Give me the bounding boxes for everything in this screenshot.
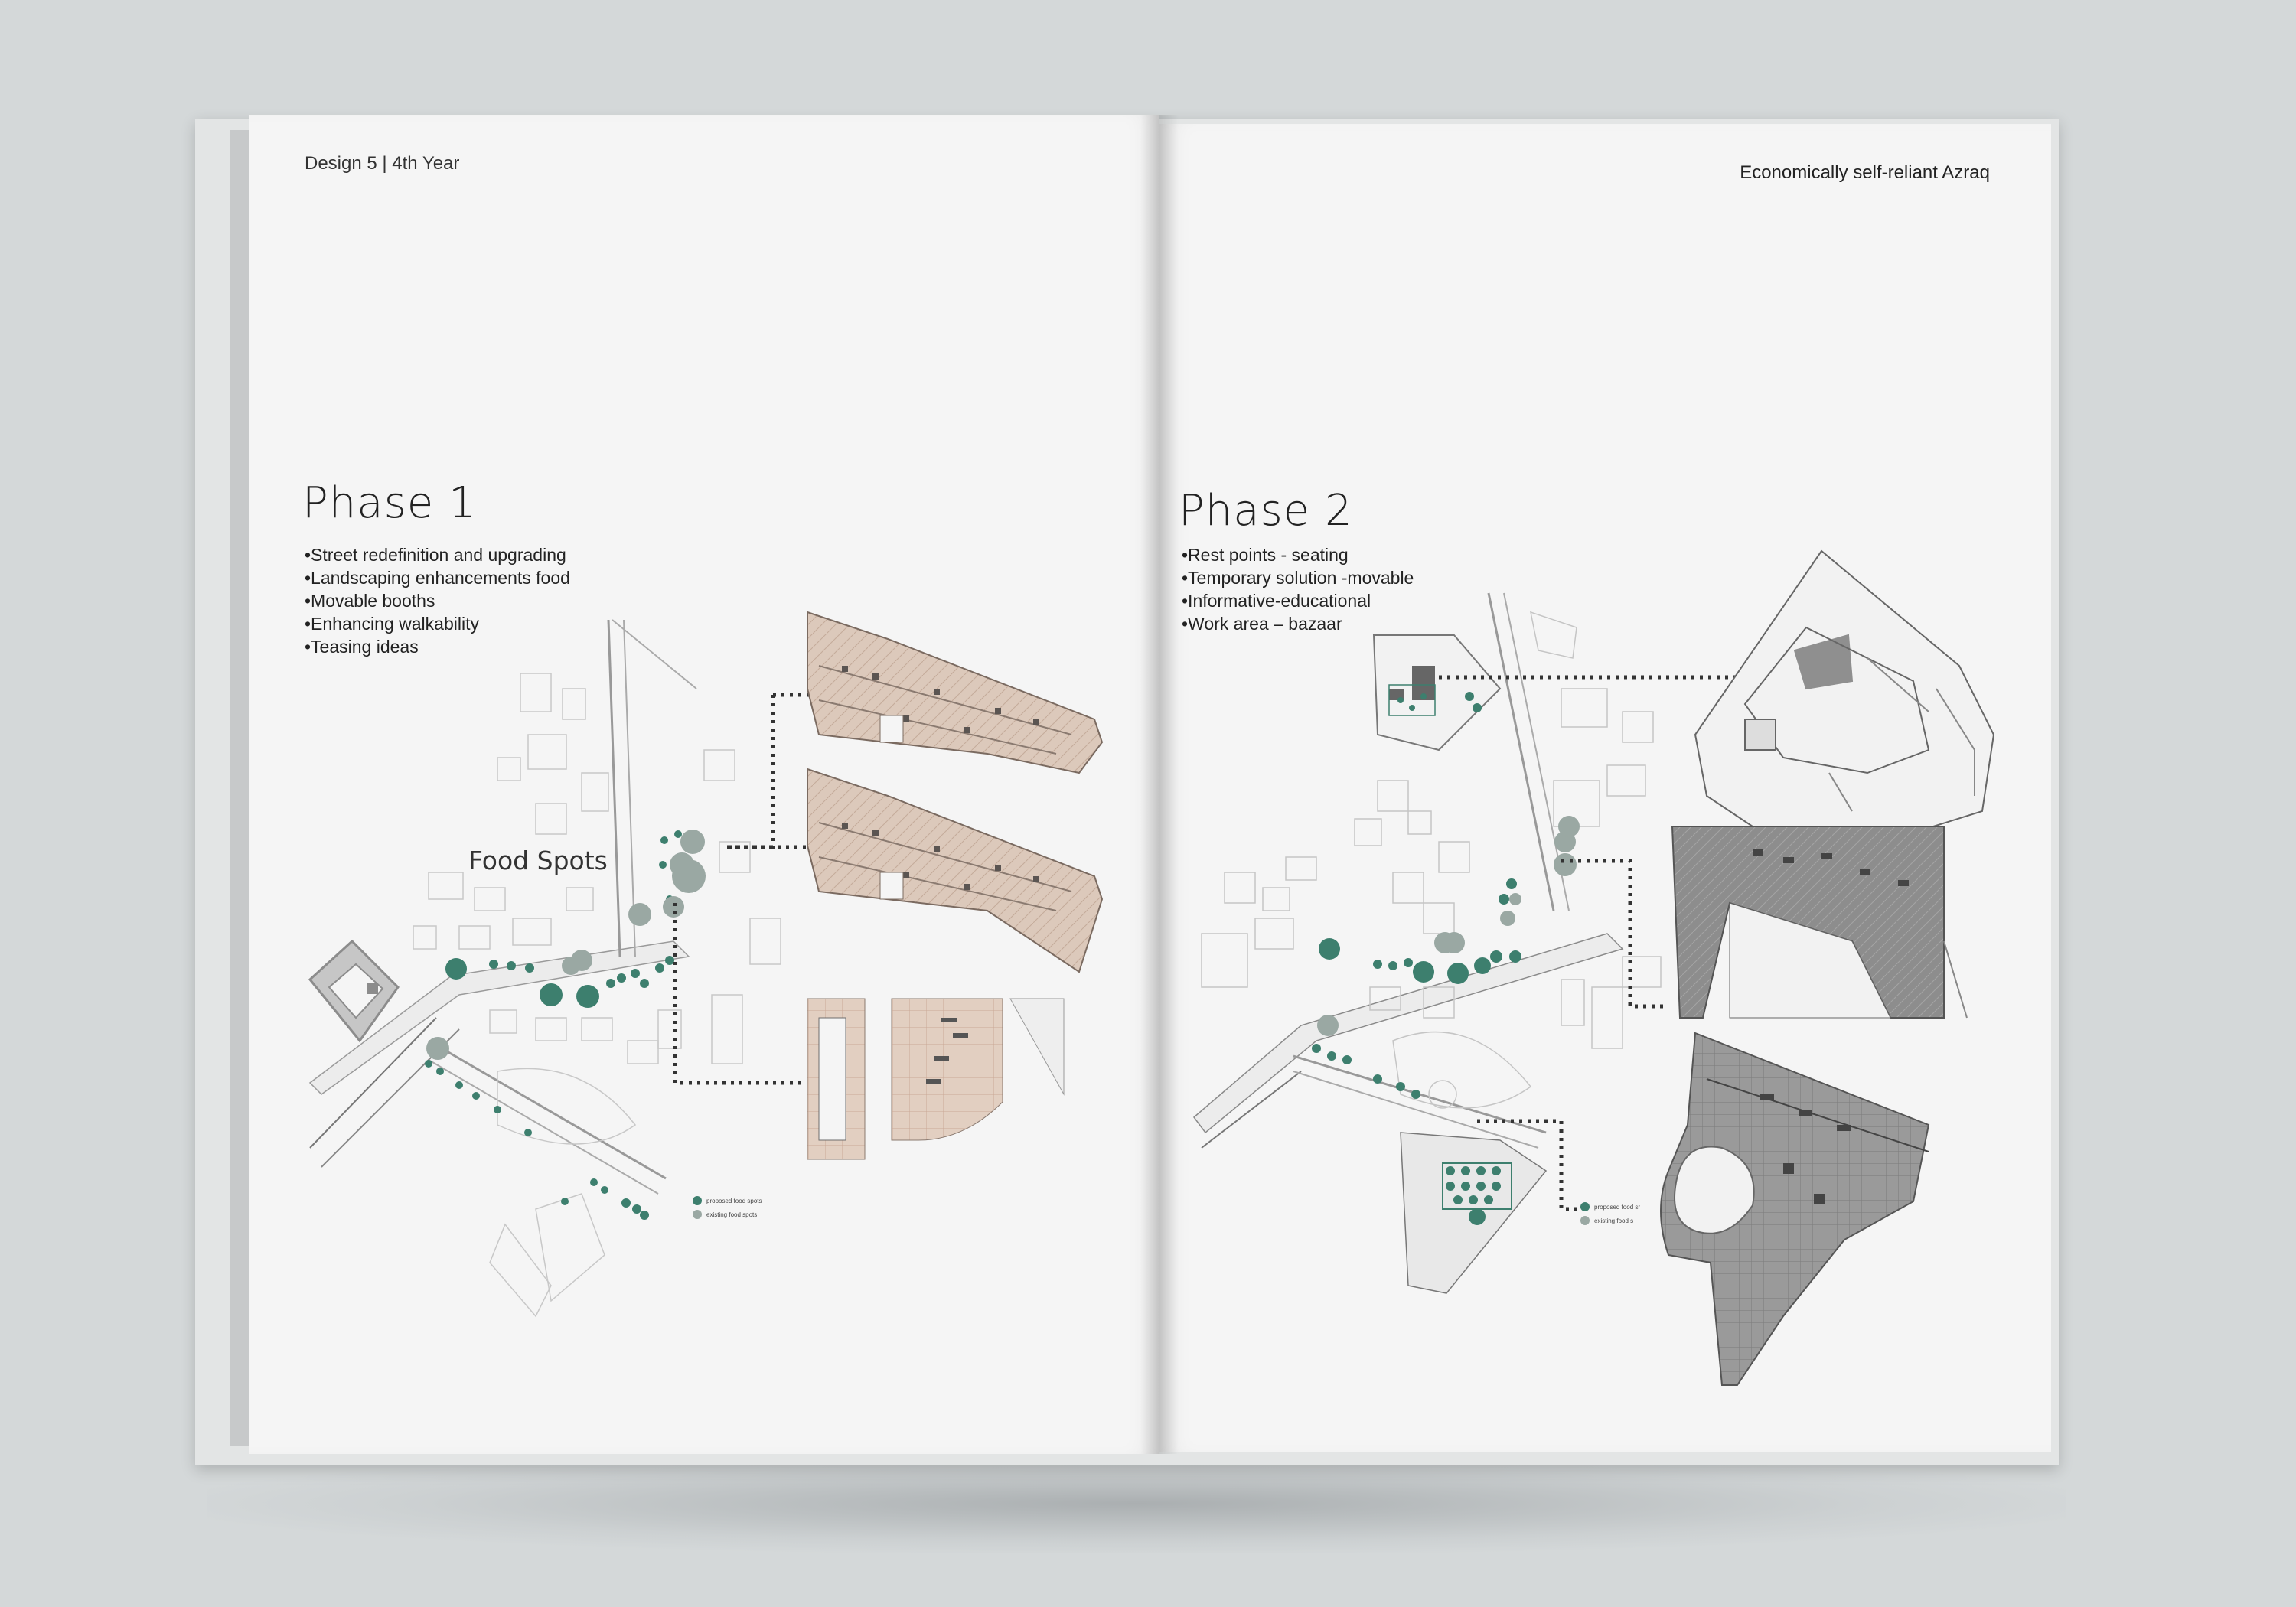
phase1-bullet: •Movable booths [305,591,435,611]
phase1-plan-upper [807,611,1104,774]
phase2-plan-lower [1660,1032,1930,1386]
phase1-bullet: •Enhancing walkability [305,614,479,634]
phase1-bullet: •Landscaping enhancements food [305,568,570,588]
page-stack-edge [230,130,251,1446]
phase1-legend: proposed food spots existing food spots [693,1194,762,1221]
phase1-bullet: •Teasing ideas [305,637,419,657]
left-page [249,115,1159,1454]
phase1-plan-detail [807,998,1065,1160]
phase2-plan-middle [1671,826,1968,1019]
phase2-existing-food-spots [1317,816,1580,1036]
phase2-bullet-list: •Rest points - seating •Temporary soluti… [1182,543,1414,635]
food-spots-label: Food Spots [468,846,608,875]
legend-row: existing food spots [693,1208,762,1221]
phase2-bullet: •Temporary solution -movable [1182,568,1414,588]
legend-row: proposed food sr [1580,1200,1640,1214]
phase2-site-map [1192,592,1662,1294]
legend-row: proposed food spots [693,1194,762,1208]
phase2-legend: proposed food sr existing food s [1580,1200,1640,1227]
phase2-bullet: •Informative-educational [1182,591,1371,611]
existing-dot-icon [1580,1216,1590,1225]
phase2-dotted-connectors [1439,675,1753,1211]
legend-label: existing food spots [706,1211,758,1218]
proposed-dot-icon [1580,1202,1590,1211]
existing-dot-icon [693,1210,702,1219]
book-spine [1140,115,1179,1454]
legend-label: existing food s [1594,1217,1634,1224]
phase2-proposed-food-spots [1312,684,1521,1225]
proposed-dot-icon [693,1196,702,1205]
left-page-header: Design 5 | 4th Year [305,153,460,174]
phase2-bullet: •Rest points - seating [1182,545,1349,565]
phase1-bullet: •Street redefinition and upgrading [305,545,566,565]
phase1-existing-food-spots [426,830,706,1060]
phase1-plan-lower [807,768,1104,973]
phase2-plan-upper [1694,549,1995,851]
legend-label: proposed food spots [706,1197,762,1204]
phase1-title: Phase 1 [302,478,477,528]
phase2-title: Phase 2 [1179,486,1353,536]
book-shadow [207,1454,2066,1553]
phase2-bullet: •Work area – bazaar [1182,614,1342,634]
right-page-header: Economically self-reliant Azraq [1740,162,1990,183]
legend-row: existing food s [1580,1214,1640,1227]
legend-label: proposed food sr [1594,1203,1641,1211]
phase1-bullet-list: •Street redefinition and upgrading •Land… [305,543,570,658]
